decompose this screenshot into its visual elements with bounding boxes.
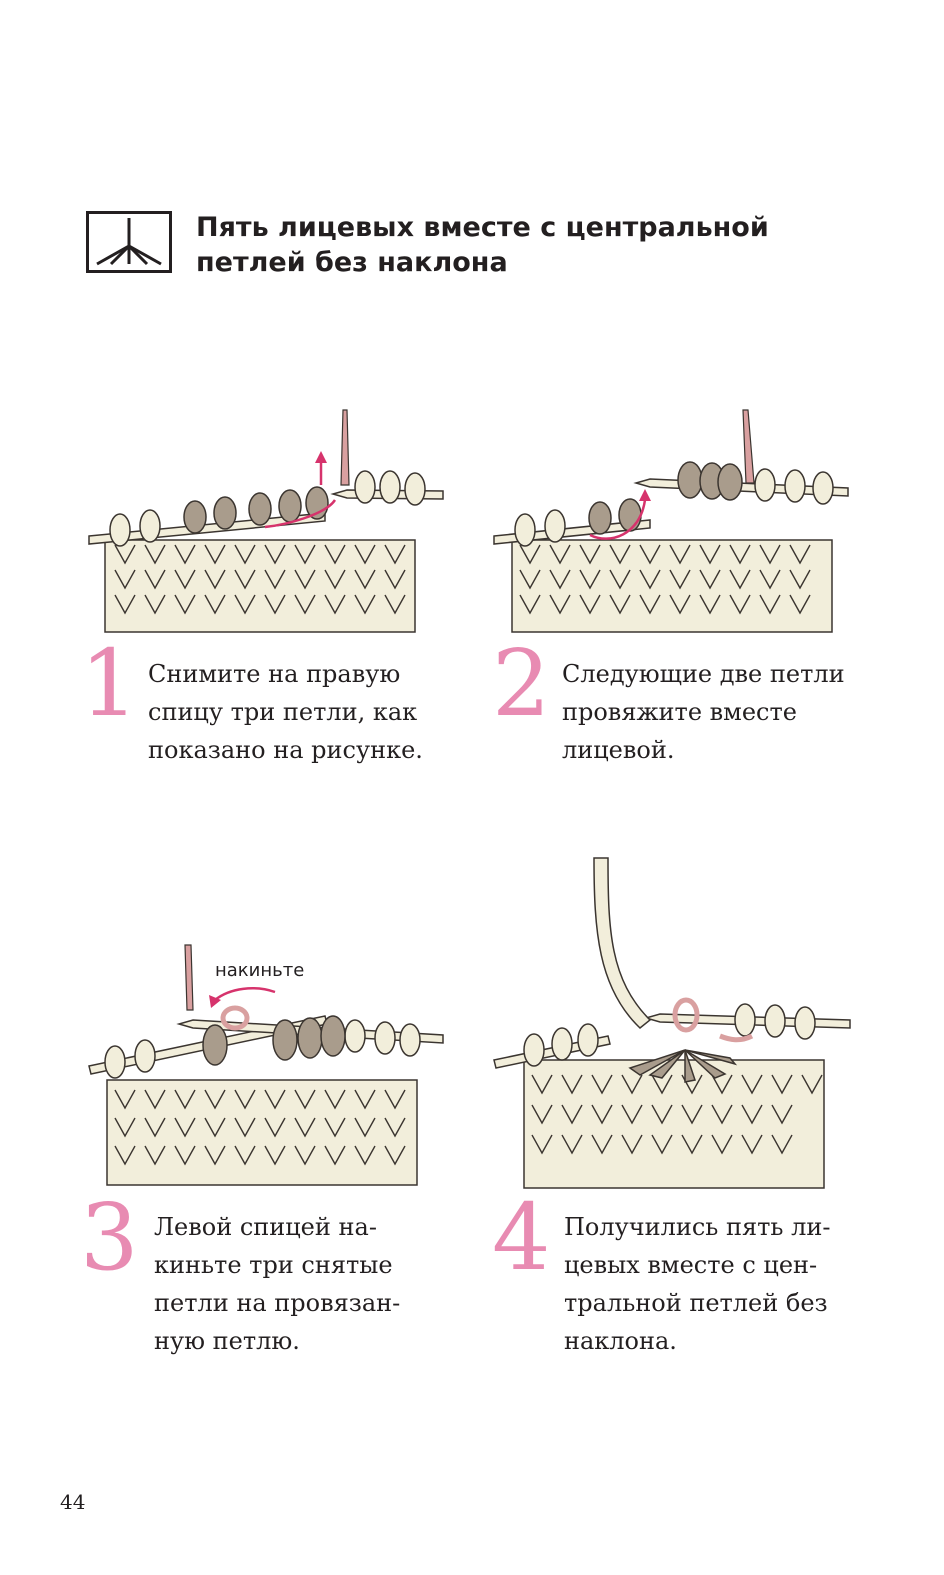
working-loop-tail — [719, 1033, 754, 1043]
knit-stitches — [114, 544, 406, 615]
gathered-taupe-stitches — [628, 1049, 738, 1083]
step-3-number: 3 — [80, 1184, 139, 1291]
step-2-line: провяжите вместе — [562, 698, 797, 726]
up-arrow-head-icon — [315, 451, 327, 463]
cream-loops — [104, 1019, 421, 1079]
taupe-loops — [202, 1015, 346, 1066]
taupe-loops — [183, 486, 329, 534]
working-yarn — [340, 409, 350, 486]
step-4-line: наклона. — [564, 1327, 677, 1355]
page-title: Пять лицевых вместе с центральной петлей… — [196, 210, 836, 280]
step-2-text: Следующие две петли провяжите вместе лиц… — [562, 655, 845, 769]
step-2-illustration — [493, 409, 849, 633]
throw-over-arrow — [214, 987, 276, 1001]
step-1-illustration — [88, 409, 444, 633]
step-4-line: тральной петлей без — [564, 1289, 828, 1317]
step-3-callout: накиньте — [215, 960, 305, 981]
taupe-loops — [588, 461, 743, 535]
step-2-line: лицевой. — [562, 736, 675, 764]
needle-path-arrow — [589, 499, 647, 540]
center-loop — [672, 997, 700, 1033]
step-4-number: 4 — [492, 1184, 551, 1291]
page-number: 44 — [60, 1490, 86, 1514]
step-1-text: Снимите на правую спицу три петли, как п… — [148, 655, 423, 769]
step-1-line: Снимите на правую — [148, 660, 401, 688]
step-2-line: Следующие две петли — [562, 660, 845, 688]
knit-stitches — [531, 1074, 823, 1155]
knit-stitches — [519, 544, 811, 615]
step-3-line: киньте три снятые — [154, 1251, 393, 1279]
step-1-line: спицу три петли, как — [148, 698, 418, 726]
step-1-line: показано на рисунке. — [148, 736, 423, 764]
knit-fabric — [511, 539, 833, 633]
knit-fabric — [104, 539, 416, 633]
knit-stitches — [114, 1089, 406, 1166]
cream-loops — [523, 1003, 816, 1067]
up-arrow-head-icon — [639, 489, 651, 501]
step-3-line: ную петлю. — [154, 1327, 300, 1355]
step-2-number: 2 — [492, 630, 551, 737]
cream-loops — [514, 468, 834, 547]
step-1-number: 1 — [80, 630, 139, 737]
step-4-text: Получились пять ли- цевых вместе с цен- … — [564, 1208, 830, 1360]
working-yarn — [184, 944, 194, 1011]
step-3-text: Левой спицей на- киньте три снятые петли… — [154, 1208, 400, 1360]
five-together-symbol-icon — [96, 218, 162, 266]
working-loop — [220, 1005, 250, 1031]
step-3-line: петли на провязан- — [154, 1289, 401, 1317]
cream-loops — [109, 470, 426, 547]
step-3-illustration — [88, 944, 444, 1186]
step-4-line: цевых вместе с цен- — [564, 1251, 818, 1279]
title-line-1: Пять лицевых вместе с центральной — [196, 212, 769, 243]
title-line-2: петлей без наклона — [196, 247, 508, 278]
step-4-illustration — [493, 857, 851, 1189]
knit-fabric — [523, 1059, 825, 1189]
step-3-line: Левой спицей на- — [154, 1213, 377, 1241]
step-4-line: Получились пять ли- — [564, 1213, 831, 1241]
knit-fabric — [106, 1079, 418, 1186]
working-yarn — [742, 409, 755, 484]
needle-path-arrow — [264, 499, 337, 529]
working-yarn — [593, 857, 652, 1029]
knit-symbol-box — [86, 211, 172, 273]
left-arrow-head-icon — [209, 995, 221, 1008]
